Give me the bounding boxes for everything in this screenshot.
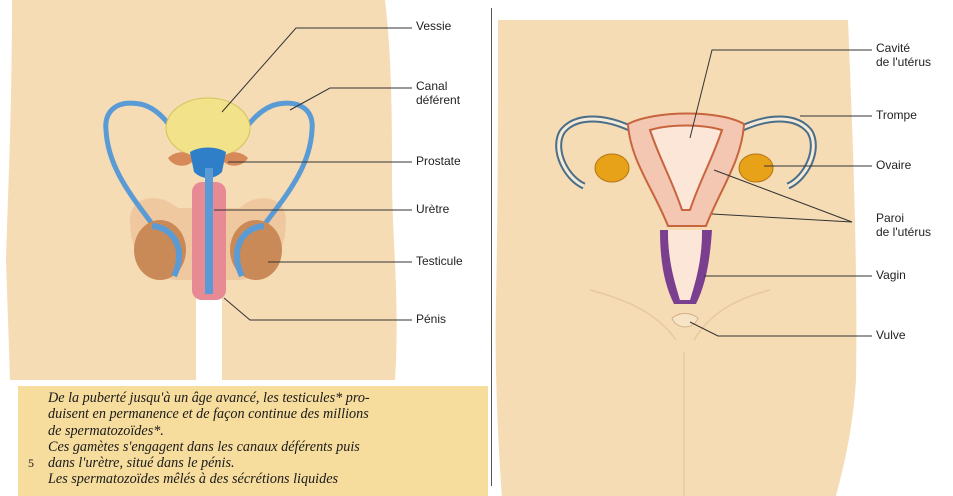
- ovary-right: [739, 154, 773, 182]
- label-prostate: Prostate: [416, 154, 461, 169]
- female-panel: [496, 20, 872, 496]
- label-testicule: Testicule: [416, 254, 463, 269]
- line-number: 5: [28, 455, 34, 471]
- male-leg-gap: [196, 298, 222, 380]
- text-line: Ces gamètes s'engagent dans les canaux d…: [48, 439, 480, 455]
- label-paroi-line2: de l'utérus: [876, 225, 931, 240]
- text-line: De la puberté jusqu'à un âge avancé, les…: [48, 390, 480, 406]
- label-uretre: Urètre: [416, 202, 449, 217]
- label-cavite-line2: de l'utérus: [876, 55, 931, 70]
- label-vagin: Vagin: [876, 268, 906, 283]
- male-panel: [6, 0, 412, 380]
- label-cavite-line1: Cavité: [876, 41, 910, 56]
- ovary-left: [595, 154, 629, 182]
- text-line: de spermatozoïdes*.: [48, 423, 480, 439]
- label-paroi-line1: Paroi: [876, 211, 904, 226]
- label-ovaire: Ovaire: [876, 158, 911, 173]
- label-canal-line1: Canal: [416, 79, 447, 94]
- label-vessie: Vessie: [416, 19, 451, 34]
- text-line: Les spermatozoïdes mêlés à des sécrétion…: [48, 471, 480, 487]
- label-penis: Pénis: [416, 312, 446, 327]
- urethra: [205, 168, 213, 294]
- label-vulve: Vulve: [876, 328, 906, 343]
- text-line: dans l'urètre, situé dans le pénis.: [48, 455, 480, 471]
- explanatory-text-block: 5 De la puberté jusqu'à un âge avancé, l…: [18, 386, 488, 496]
- text-line: duisent en permanence et de façon contin…: [48, 406, 480, 422]
- panel-divider: [491, 8, 492, 486]
- label-canal-line2: déférent: [416, 93, 460, 108]
- label-trompe: Trompe: [876, 108, 917, 123]
